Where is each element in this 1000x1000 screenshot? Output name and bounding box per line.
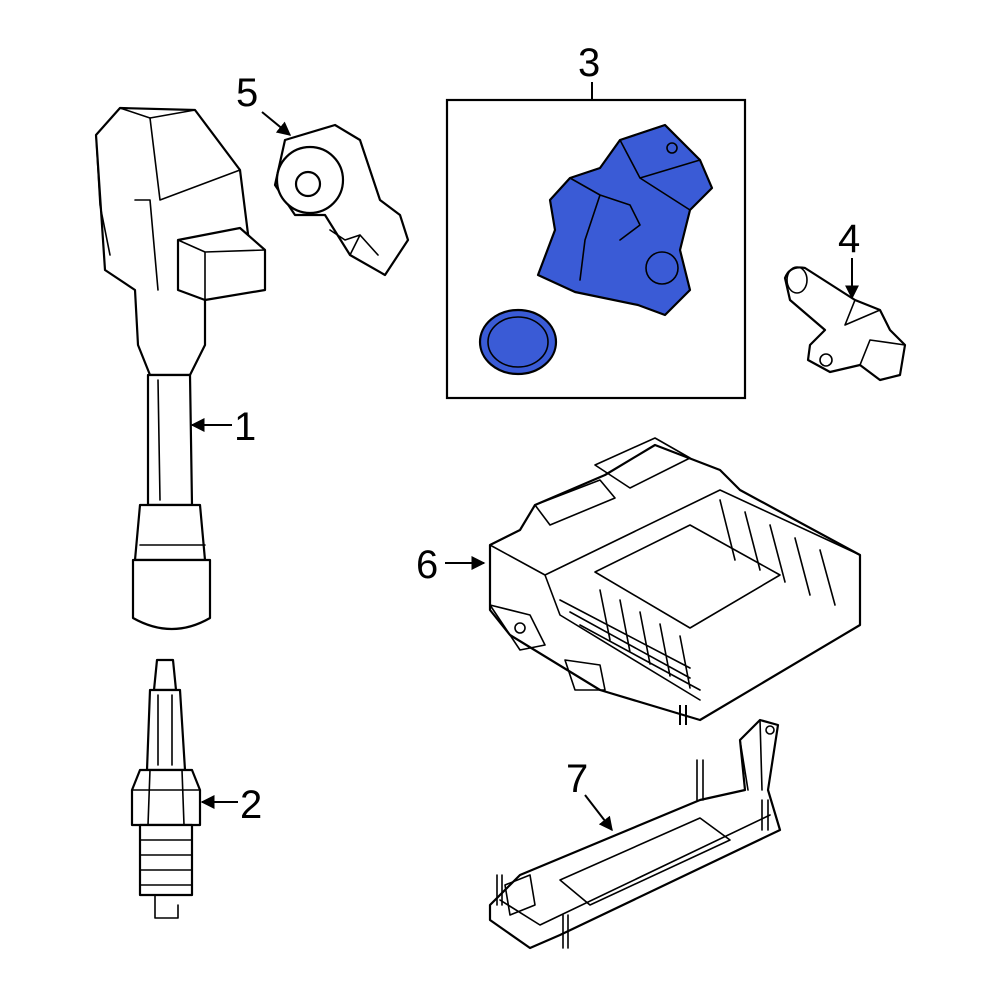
callout-5: 5 <box>236 71 258 115</box>
callout-2: 2 <box>240 783 262 827</box>
part-4-crank-sensor[interactable]: 4 <box>783 217 907 382</box>
callout-1: 1 <box>234 405 256 449</box>
part-1-ignition-coil[interactable]: 1 <box>94 106 267 631</box>
part-7-mounting-bracket[interactable]: 7 <box>488 718 782 950</box>
part-3-camshaft-sensor[interactable]: 3 <box>445 41 747 400</box>
sensor-body-highlight <box>536 123 714 317</box>
callout-4: 4 <box>838 217 860 261</box>
callout-3: 3 <box>578 41 600 85</box>
callout-6: 6 <box>416 543 438 587</box>
part-6-engine-control-module[interactable]: 6 <box>416 437 862 725</box>
part-5-knock-sensor[interactable]: 5 <box>236 71 410 277</box>
o-ring-highlight <box>478 308 558 376</box>
callout-7: 7 <box>566 757 588 801</box>
part-3-box <box>445 98 747 400</box>
part-2-spark-plug[interactable]: 2 <box>130 658 262 919</box>
